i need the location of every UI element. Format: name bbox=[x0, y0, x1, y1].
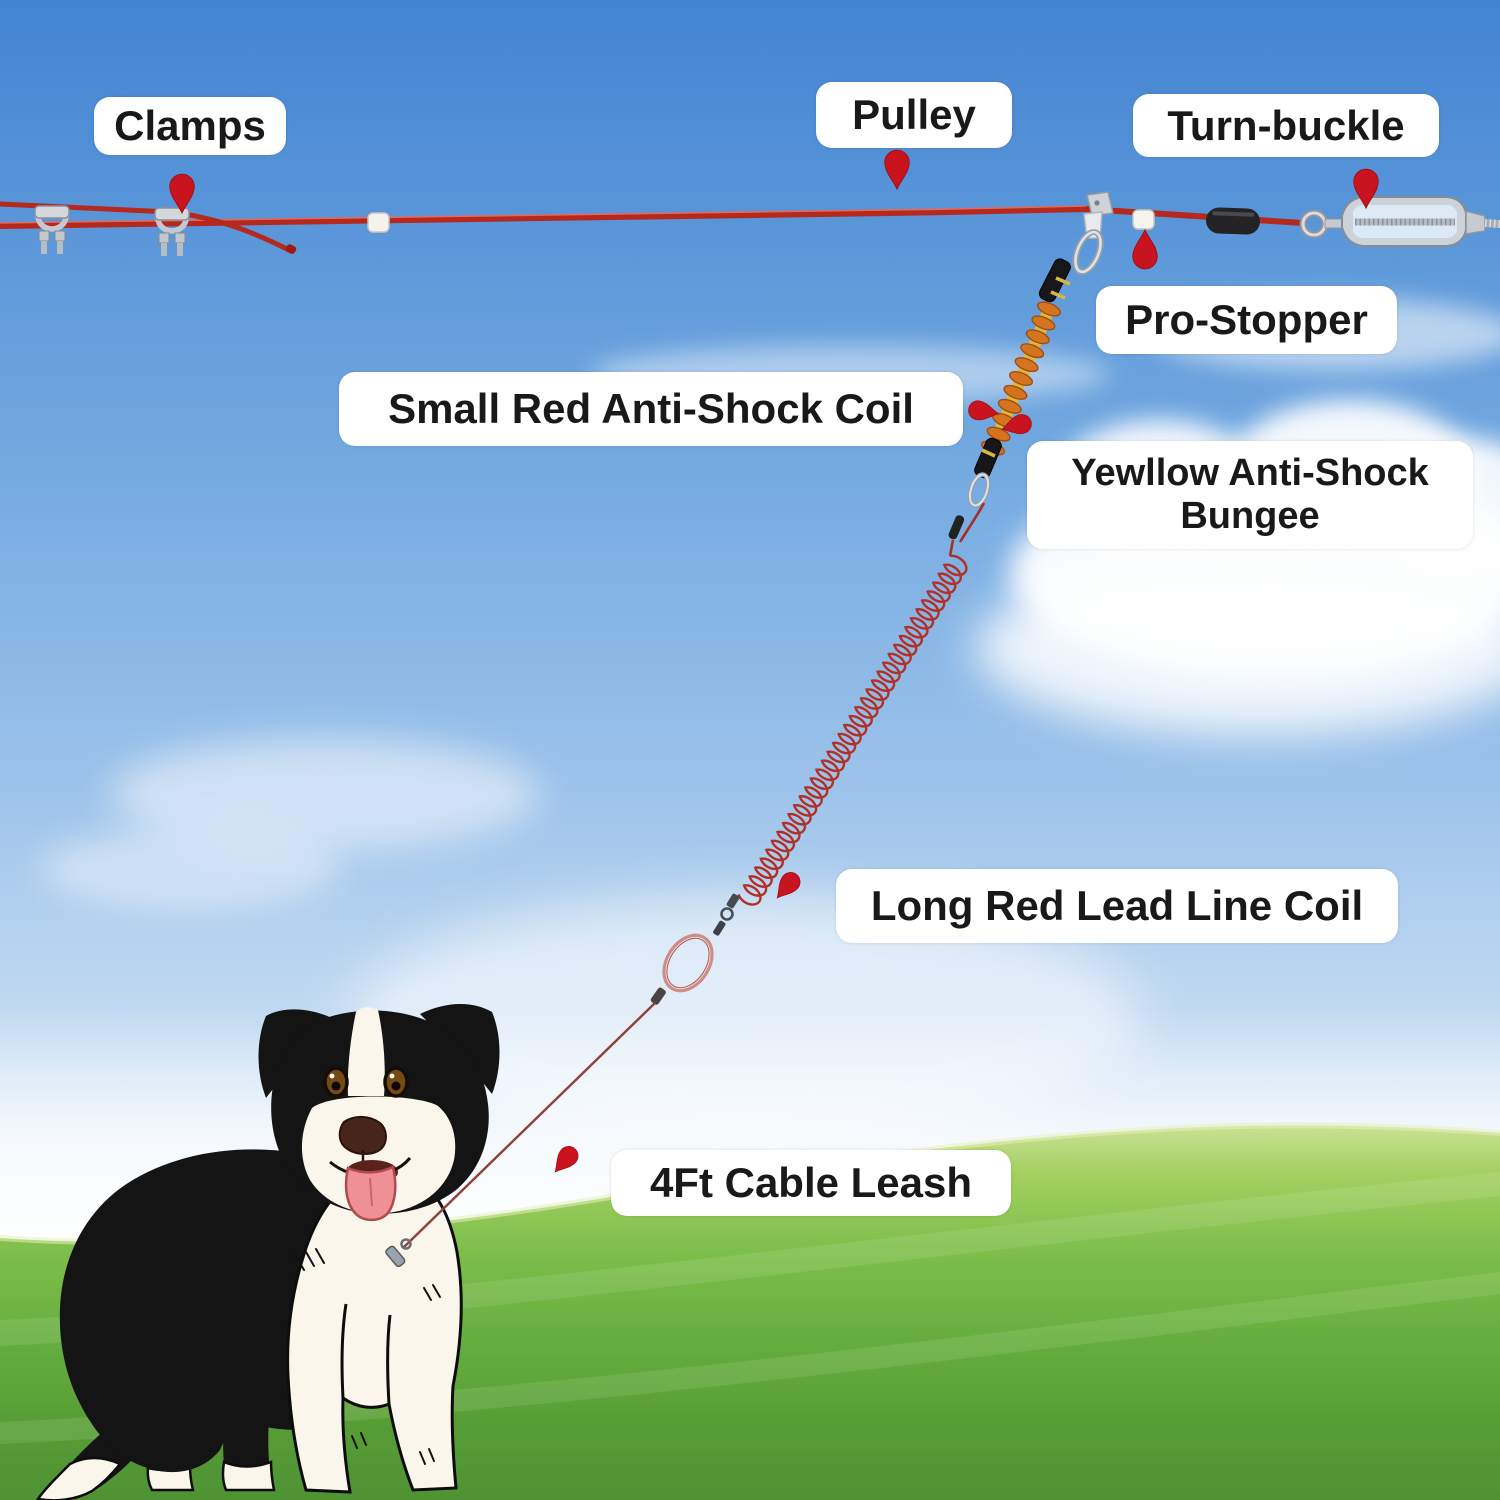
label-text: Long Red Lead Line Coil bbox=[870, 882, 1364, 930]
cable-clamp bbox=[154, 207, 190, 256]
bungee-coil-ring bbox=[1020, 343, 1045, 359]
cable-clamp bbox=[34, 205, 70, 254]
dog-illustration bbox=[35, 1003, 500, 1500]
clamps-pin-icon bbox=[169, 173, 195, 214]
label-pro-stopper: Pro-Stopper bbox=[1096, 286, 1397, 354]
cloud bbox=[110, 738, 540, 850]
pro-stopper-pin-icon bbox=[1132, 228, 1158, 269]
cloud bbox=[40, 828, 340, 910]
bungee-coil-ring bbox=[997, 398, 1022, 414]
bungee-coil-ring bbox=[1036, 301, 1062, 317]
label-text: Pulley bbox=[852, 91, 976, 139]
leash-line bbox=[385, 1002, 656, 1268]
label-text: Bungee bbox=[1180, 495, 1320, 537]
white-stopper-bead bbox=[367, 212, 390, 233]
label-clamps: Clamps bbox=[94, 97, 286, 155]
bungee-coil-ring bbox=[1025, 329, 1050, 345]
label-text: Small Red Anti-Shock Coil bbox=[388, 385, 914, 433]
black-stopper bbox=[1206, 207, 1260, 235]
bungee-coil-ring bbox=[986, 426, 1011, 442]
white-stopper-bead bbox=[1132, 209, 1155, 230]
lead-line-coil bbox=[737, 554, 968, 906]
label-text: Pro-Stopper bbox=[1125, 296, 1368, 344]
label-text: Turn-buckle bbox=[1167, 101, 1405, 149]
label-text: Clamps bbox=[114, 102, 266, 150]
pulley-pin-icon bbox=[884, 149, 910, 190]
carabiner-icon bbox=[1072, 229, 1104, 275]
label-pulley: Pulley bbox=[816, 82, 1012, 148]
label-turn-buckle: Turn-buckle bbox=[1133, 94, 1439, 157]
leash-pin-icon bbox=[554, 1146, 579, 1173]
label-text: 4Ft Cable Leash bbox=[649, 1159, 973, 1207]
bungee-coil-ring bbox=[1003, 384, 1028, 400]
bungee-coil-ring bbox=[1008, 371, 1034, 386]
cloud bbox=[975, 560, 1500, 735]
label-long-red-lead-line-coil: Long Red Lead Line Coil bbox=[836, 869, 1398, 943]
turnbuckle bbox=[1299, 196, 1500, 247]
label-4ft-cable-leash: 4Ft Cable Leash bbox=[611, 1150, 1011, 1216]
turnbuckle-pin-icon bbox=[1353, 168, 1379, 209]
bungee-coil-ring bbox=[1031, 315, 1056, 331]
small-coil-right-pin-icon bbox=[1000, 414, 1032, 434]
label-small-red-anti-shock-coil: Small Red Anti-Shock Coil bbox=[339, 372, 963, 446]
small-coil-left-pin-icon bbox=[968, 400, 1000, 421]
long-coil-pin-icon bbox=[776, 872, 801, 899]
label-yellow-anti-shock-bungee: Yewllow Anti-Shock Bungee bbox=[1027, 441, 1473, 549]
swivel-and-loop bbox=[650, 893, 740, 1005]
bungee-coil-ring bbox=[1014, 357, 1039, 373]
label-text: Yewllow Anti-Shock bbox=[1071, 452, 1429, 495]
